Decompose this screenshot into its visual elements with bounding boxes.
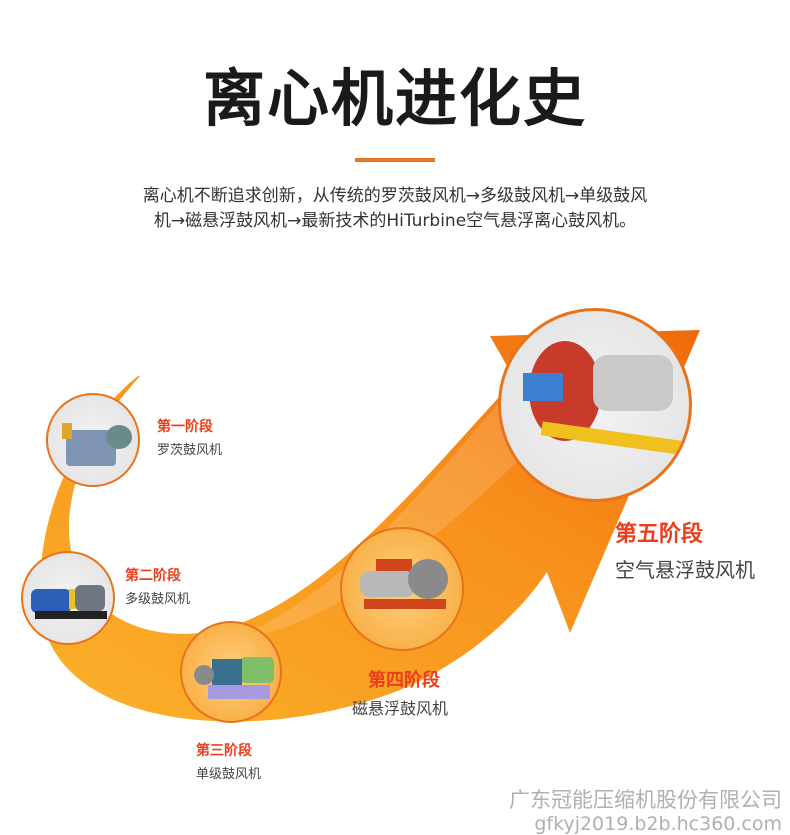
watermark-url: gfkyj2019.b2b.hc360.com xyxy=(534,813,782,835)
stage-2-image xyxy=(21,551,115,645)
stage-5-name: 第五阶段 xyxy=(615,522,704,547)
description-line-2: 机→磁悬浮鼓风机→最新技术的HiTurbine空气悬浮离心鼓风机。 xyxy=(153,211,637,231)
stage-3-machine: 单级鼓风机 xyxy=(196,767,262,782)
stage-2-label: 第二阶段 多级鼓风机 xyxy=(125,565,190,607)
title-underline xyxy=(355,158,435,162)
stage-1-label: 第一阶段 罗茨鼓风机 xyxy=(157,416,222,458)
stage-1-machine: 罗茨鼓风机 xyxy=(157,443,223,458)
page-title: 离心机进化史 xyxy=(202,62,587,135)
stage-5-machine: 空气悬浮鼓风机 xyxy=(615,558,755,582)
stage-4-image xyxy=(340,527,464,651)
stage-4-machine: 磁悬浮鼓风机 xyxy=(352,699,449,718)
description-line-1: 离心机不断追求创新，从传统的罗茨鼓风机→多级鼓风机→单级鼓风 xyxy=(142,186,648,206)
watermark: 广东冠能压缩机股份有限公司 gfkyj2019.b2b.hc360.com xyxy=(509,784,782,834)
watermark-company: 广东冠能压缩机股份有限公司 xyxy=(509,788,782,812)
stage-1-image xyxy=(46,393,140,487)
stage-3-name: 第三阶段 xyxy=(196,743,252,759)
stage-2-machine: 多级鼓风机 xyxy=(125,592,191,607)
stage-5-image xyxy=(498,308,692,502)
stage-3-label: 第三阶段 单级鼓风机 xyxy=(196,740,261,782)
stage-4-label: 第四阶段 磁悬浮鼓风机 xyxy=(352,666,448,719)
stage-1-name: 第一阶段 xyxy=(157,419,213,435)
arrow-highlight xyxy=(230,378,560,640)
stage-2-name: 第二阶段 xyxy=(125,568,181,584)
stage-4-name: 第四阶段 xyxy=(368,670,440,691)
description: 离心机不断追求创新，从传统的罗茨鼓风机→多级鼓风机→单级鼓风 机→磁悬浮鼓风机→… xyxy=(80,184,710,234)
stage-5-label: 第五阶段 空气悬浮鼓风机 xyxy=(615,516,755,583)
stage-3-image xyxy=(180,621,282,723)
